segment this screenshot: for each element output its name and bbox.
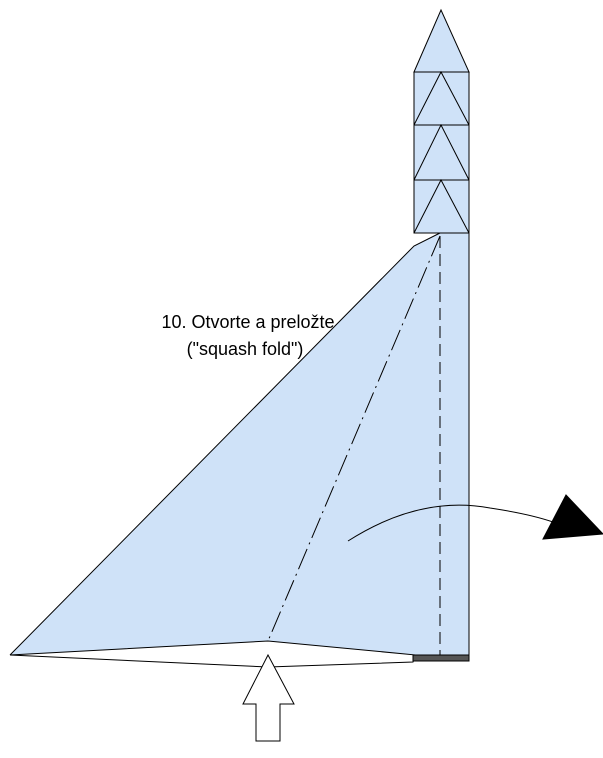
tower-tip [413, 8, 470, 73]
paper-left-edge [9, 232, 441, 656]
tower-triangle [413, 70, 470, 126]
tower-column [413, 71, 470, 234]
step-label-line2: ("squash fold") [187, 339, 304, 359]
tower-triangle [413, 123, 470, 181]
push-arrow-icon [242, 653, 295, 742]
tower-triangle [413, 178, 470, 234]
mountain-fold-line [267, 235, 441, 642]
step-label-line1: 10. Otvorte a preložte [161, 312, 334, 332]
paper-flap-right [268, 233, 469, 655]
paper-flap-main [10, 233, 440, 655]
rotate-arrowhead-icon [542, 494, 603, 540]
paper-base-strip [412, 654, 470, 662]
rotate-arrow-curve [347, 504, 554, 542]
